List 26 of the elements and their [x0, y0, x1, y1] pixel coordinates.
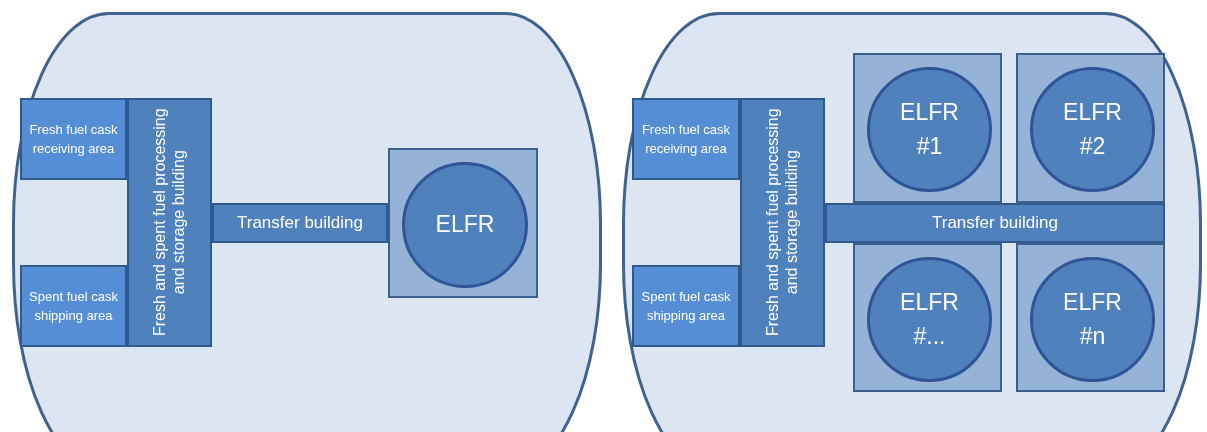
label: Spent fuel cask shipping area: [640, 287, 732, 325]
label: Fresh and spent fuel processing and storage building: [150, 107, 189, 339]
reactor-square: [1016, 243, 1165, 392]
label: Fresh fuel cask receiving area: [640, 120, 732, 158]
area-box: [20, 98, 127, 180]
area-box: [20, 265, 127, 347]
reactor-square: [388, 148, 538, 298]
reactor-square: [853, 53, 1002, 203]
label: ELFR #...: [899, 288, 960, 351]
building-box: [127, 98, 212, 347]
label: ELFR #1: [899, 98, 960, 161]
label: ELFR: [434, 210, 496, 240]
label: ELFR #2: [1062, 98, 1123, 161]
area-box: [632, 98, 740, 180]
label: Spent fuel cask shipping area: [28, 287, 119, 325]
label: Transfer building: [932, 212, 1058, 235]
building-box: [740, 98, 825, 347]
label: Fresh and spent fuel processing and storage building: [763, 107, 802, 339]
label: Transfer building: [237, 212, 363, 235]
reactor-square: [1016, 53, 1165, 203]
label: ELFR #n: [1062, 288, 1123, 351]
reactor-square: [853, 243, 1002, 392]
area-box: [632, 265, 740, 347]
label: Fresh fuel cask receiving area: [28, 120, 119, 158]
transfer-building-box: [212, 203, 388, 243]
transfer-building-box: [825, 203, 1165, 243]
